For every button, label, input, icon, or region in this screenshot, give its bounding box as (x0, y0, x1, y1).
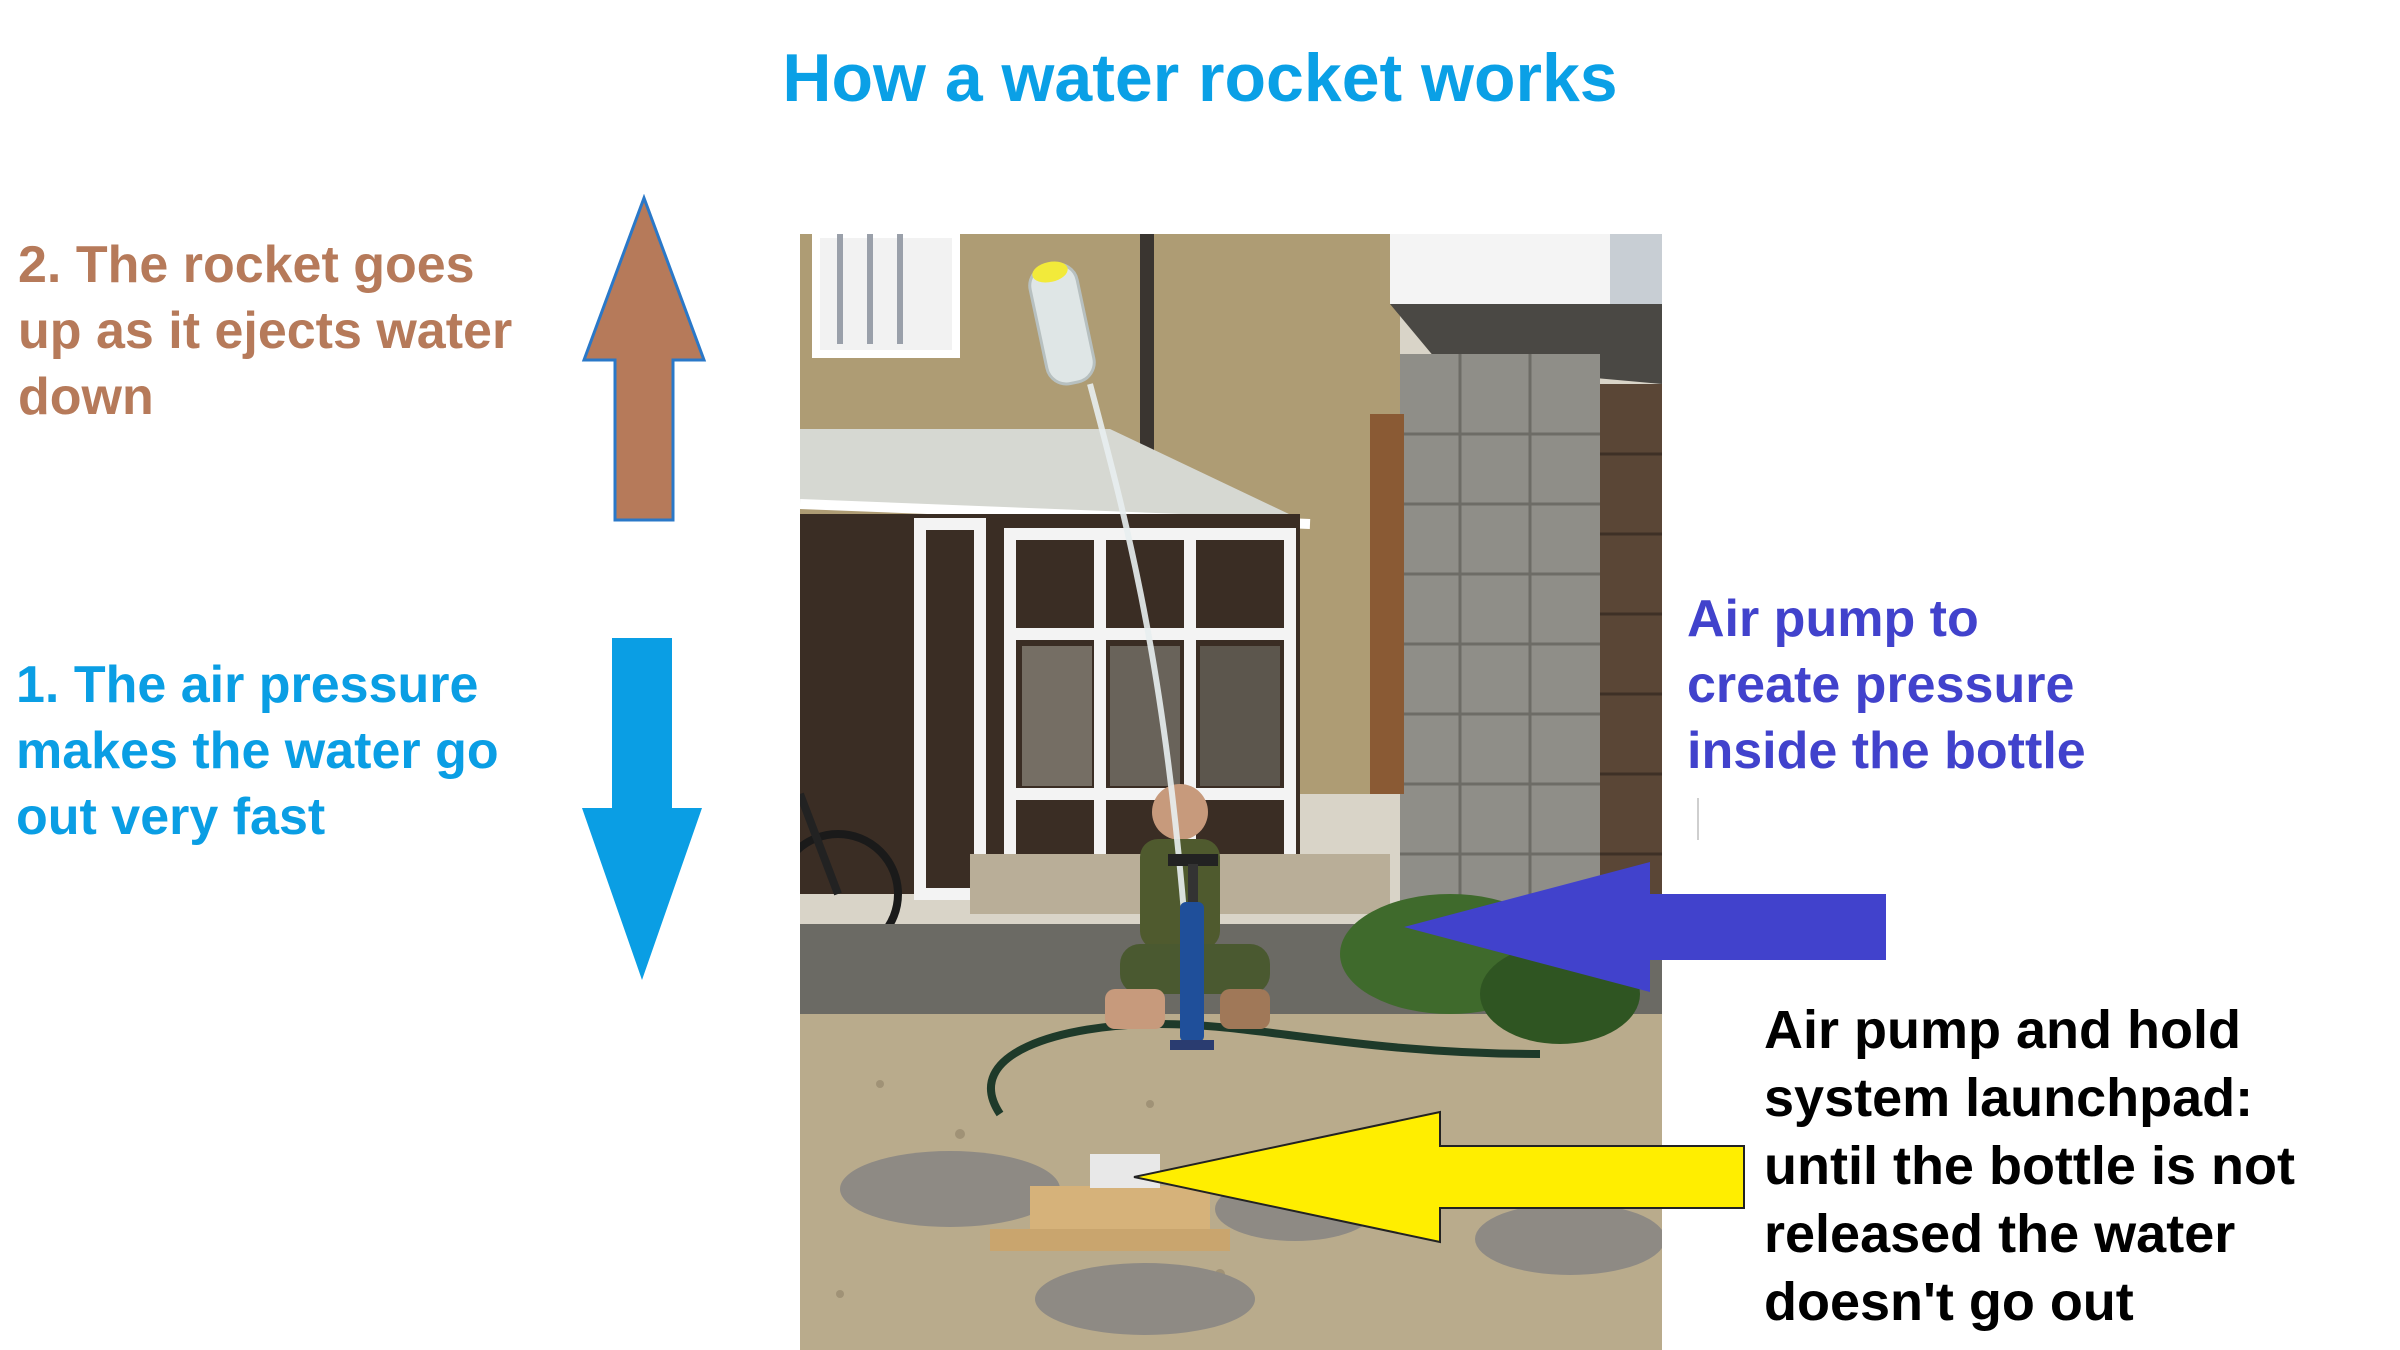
caption-line: create pressure (1687, 656, 2075, 714)
caption-line: down (18, 368, 154, 426)
arrow-down-icon (582, 638, 702, 980)
caption-line: makes the water go (16, 722, 499, 780)
caption-line: inside the bottle (1687, 722, 2086, 780)
caption-line: system launchpad: (1764, 1068, 2254, 1128)
launch-photo (800, 234, 1662, 1350)
caption-line: 1. The air pressure (16, 656, 479, 714)
caption-launchpad: Air pump and hold system launchpad: unti… (1764, 996, 2400, 1336)
caption-line: 2. The rocket goes (18, 236, 475, 294)
caption-line: Air pump and hold (1764, 1000, 2241, 1060)
arrow-air-pump-icon (1404, 862, 1886, 992)
arrow-up-icon (581, 194, 707, 522)
page-title: How a water rocket works (782, 40, 1618, 116)
caption-air-pressure: 1. The air pressure makes the water go o… (16, 652, 576, 850)
caption-rocket-up: 2. The rocket goes up as it ejects water… (18, 232, 578, 430)
caption-line: doesn't go out (1764, 1272, 2134, 1332)
arrow-launchpad-icon (1133, 1110, 1745, 1244)
caption-air-pump: Air pump to create pressure inside the b… (1687, 586, 2247, 784)
caption-line: until the bottle is not (1764, 1136, 2295, 1196)
caption-line: up as it ejects water (18, 302, 513, 360)
caption-line: Air pump to (1687, 590, 1979, 648)
caption-line: released the water (1764, 1204, 2236, 1264)
divider (1697, 798, 1699, 840)
caption-line: out very fast (16, 788, 326, 846)
